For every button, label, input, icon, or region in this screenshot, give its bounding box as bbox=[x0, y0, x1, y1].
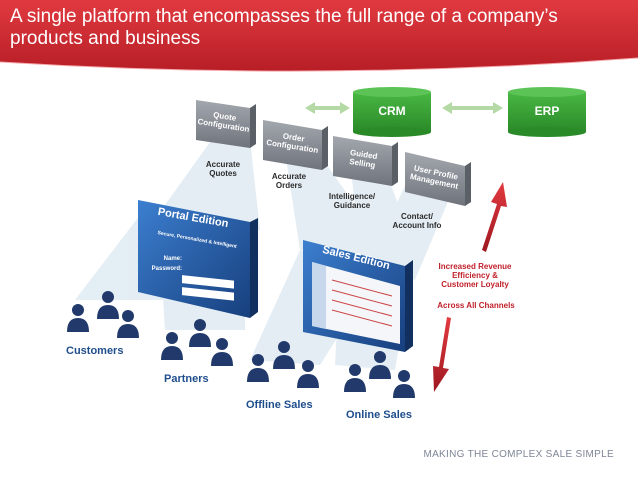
portal-password-label: Password: bbox=[151, 266, 182, 272]
person-icon bbox=[393, 370, 415, 398]
group-label-customers: Customers bbox=[66, 345, 124, 357]
benefit-channels: Across All Channels bbox=[437, 301, 515, 310]
flow-accurate-orders: Accurate Orders bbox=[271, 172, 307, 190]
person-icon bbox=[344, 364, 366, 392]
person-icon bbox=[117, 310, 139, 338]
person-icon bbox=[273, 341, 295, 369]
person-icon bbox=[211, 338, 233, 366]
flow-accurate-quotes: Accurate Quotes bbox=[205, 160, 241, 178]
people-group-customers bbox=[67, 291, 139, 338]
portal-name-label: Name: bbox=[163, 256, 182, 262]
erp-label: ERP bbox=[534, 104, 560, 118]
portal-name-field bbox=[182, 275, 234, 289]
flow-intelligence-guidance: Intelligence/ Guidance bbox=[328, 192, 376, 210]
arrow-down bbox=[433, 317, 451, 392]
module-user-profile-management bbox=[405, 152, 471, 206]
people-layer bbox=[67, 291, 415, 398]
person-icon bbox=[67, 304, 89, 332]
group-label-offline-sales: Offline Sales bbox=[246, 399, 313, 411]
erp-database bbox=[508, 87, 586, 137]
person-icon bbox=[247, 354, 269, 382]
sales-edition-screen bbox=[303, 240, 413, 352]
footer-tagline: MAKING THE COMPLEX SALE SIMPLE bbox=[423, 449, 614, 460]
flow-contact-account-info: Contact/ Account Info bbox=[392, 212, 442, 230]
crm-label: CRM bbox=[378, 104, 406, 118]
double-arrow-modules-crm bbox=[305, 102, 350, 114]
person-icon bbox=[97, 291, 119, 319]
arrow-up bbox=[482, 182, 507, 252]
group-label-partners: Partners bbox=[164, 373, 209, 385]
people-group-offline-sales bbox=[247, 341, 319, 388]
slide-title: A single platform that encompasses the f… bbox=[10, 6, 558, 49]
module-guided-selling bbox=[333, 136, 398, 186]
portal-password-field bbox=[182, 287, 234, 301]
benefit-main: Increased Revenue Efficiency & Customer … bbox=[438, 262, 512, 289]
module-order-configuration bbox=[263, 120, 328, 170]
person-icon bbox=[297, 360, 319, 388]
people-group-partners bbox=[161, 319, 233, 366]
person-icon bbox=[369, 351, 391, 379]
person-icon bbox=[189, 319, 211, 347]
title-banner bbox=[0, 0, 638, 72]
module-quote-configuration bbox=[196, 100, 256, 148]
double-arrow-crm-erp bbox=[442, 102, 503, 114]
people-group-online-sales bbox=[344, 351, 415, 398]
group-label-online-sales: Online Sales bbox=[346, 409, 413, 421]
portal-edition-screen bbox=[138, 200, 258, 318]
person-icon bbox=[161, 332, 183, 360]
crm-database bbox=[353, 87, 431, 137]
